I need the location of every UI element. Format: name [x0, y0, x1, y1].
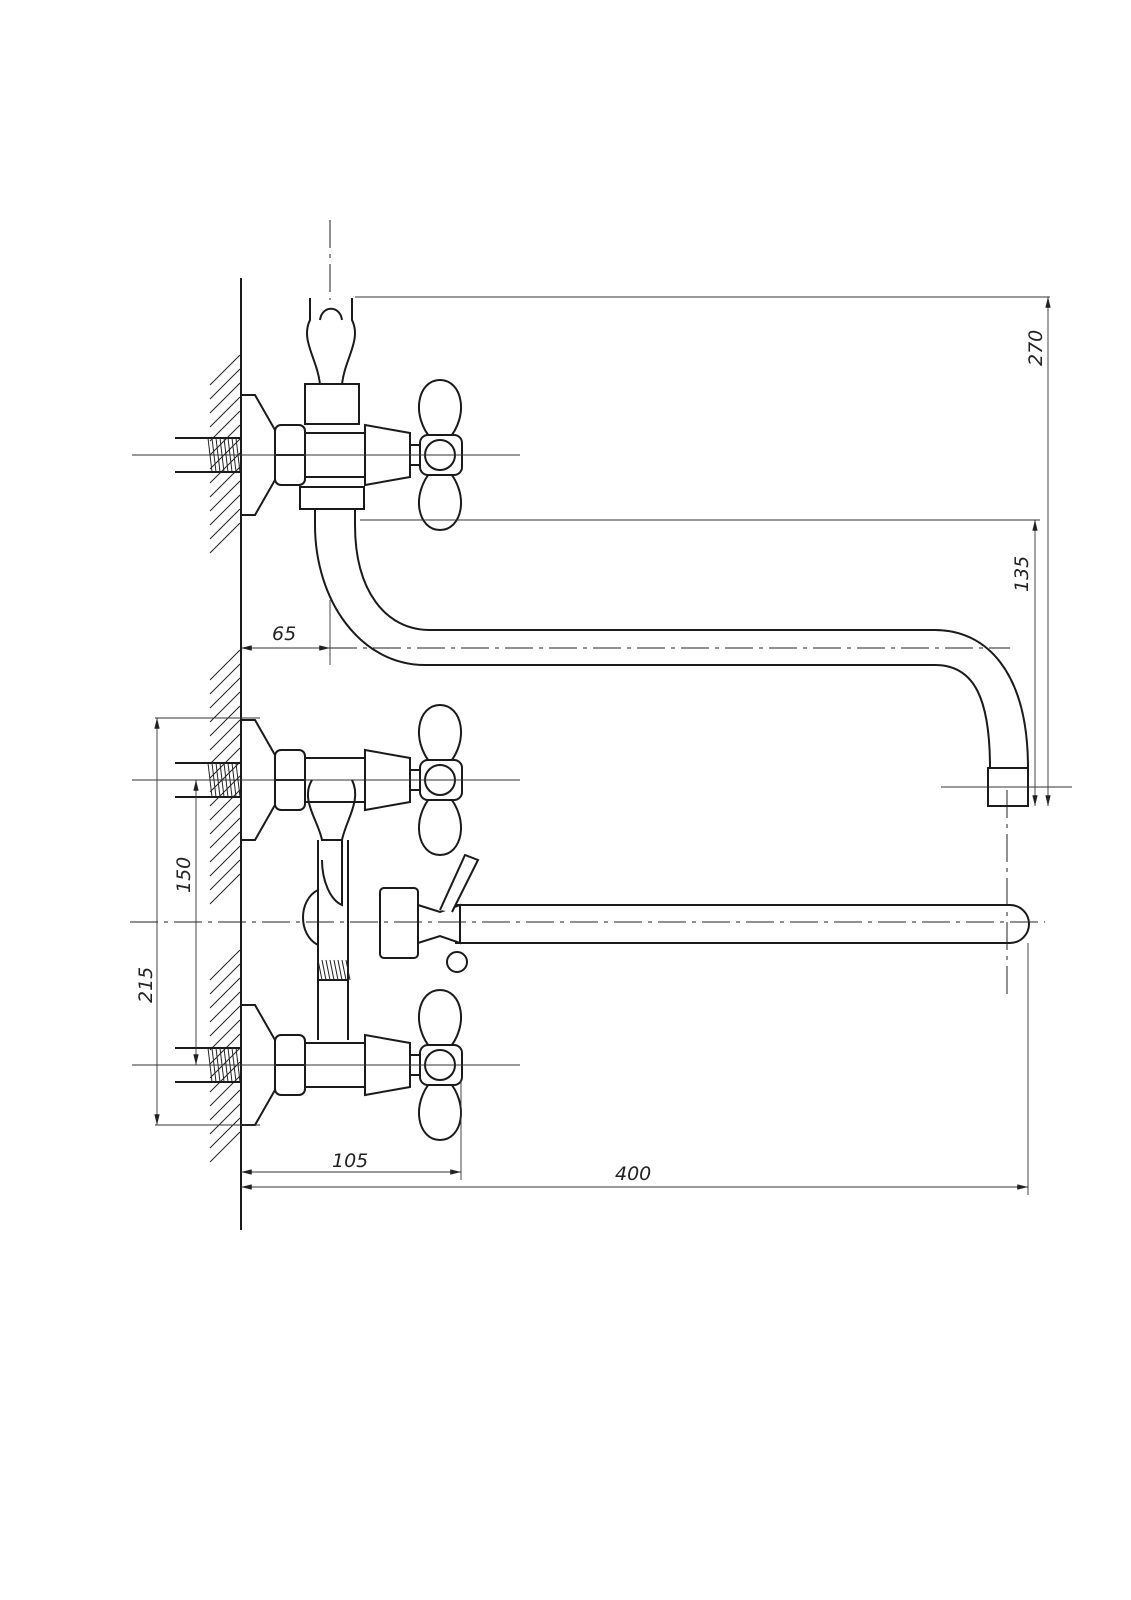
dim-label-215: 215	[135, 967, 157, 1003]
dim-label-400: 400	[615, 1163, 651, 1185]
top-valve-body	[305, 432, 365, 478]
diverter-knob	[446, 951, 468, 973]
diverter-thread	[317, 959, 351, 981]
dim-label-105: 105	[332, 1150, 368, 1172]
shower-holder-top	[306, 298, 356, 386]
body-bulge	[302, 889, 319, 946]
shower-holder-middle	[306, 779, 357, 841]
bottom-valve-handle-blade-top	[417, 988, 463, 1051]
middle-valve-handle-blade-bottom	[417, 794, 463, 857]
spout-pipe-outer	[314, 510, 991, 769]
wall-hatch-middle	[209, 649, 241, 905]
diverter-inner	[321, 840, 343, 907]
top-valve-handle-blade-top	[417, 378, 463, 441]
bottom-valve-handle-blade-bottom	[417, 1079, 463, 1142]
top-body-upper	[304, 383, 360, 425]
middle-valve-handle-blade-top	[417, 703, 463, 766]
spout-pipe-inner	[354, 510, 1029, 769]
diverter-body	[317, 840, 349, 981]
dim-label-65: 65	[272, 623, 296, 645]
dim-label-135: 135	[1011, 556, 1033, 592]
top-valve-handle-blade-bottom	[417, 469, 463, 532]
shower-holder-top-inner	[319, 307, 343, 321]
wall-hatch-top	[209, 354, 241, 554]
lower-riser	[317, 980, 349, 1040]
top-swivel-ring	[299, 486, 365, 510]
dim-label-270: 270	[1025, 330, 1047, 366]
bottom-valve-body	[305, 1042, 365, 1088]
spout-swivel-nut	[379, 887, 419, 959]
dim-label-150: 150	[173, 857, 195, 893]
lower-spout	[455, 904, 1030, 944]
diverter-lever	[439, 853, 480, 913]
